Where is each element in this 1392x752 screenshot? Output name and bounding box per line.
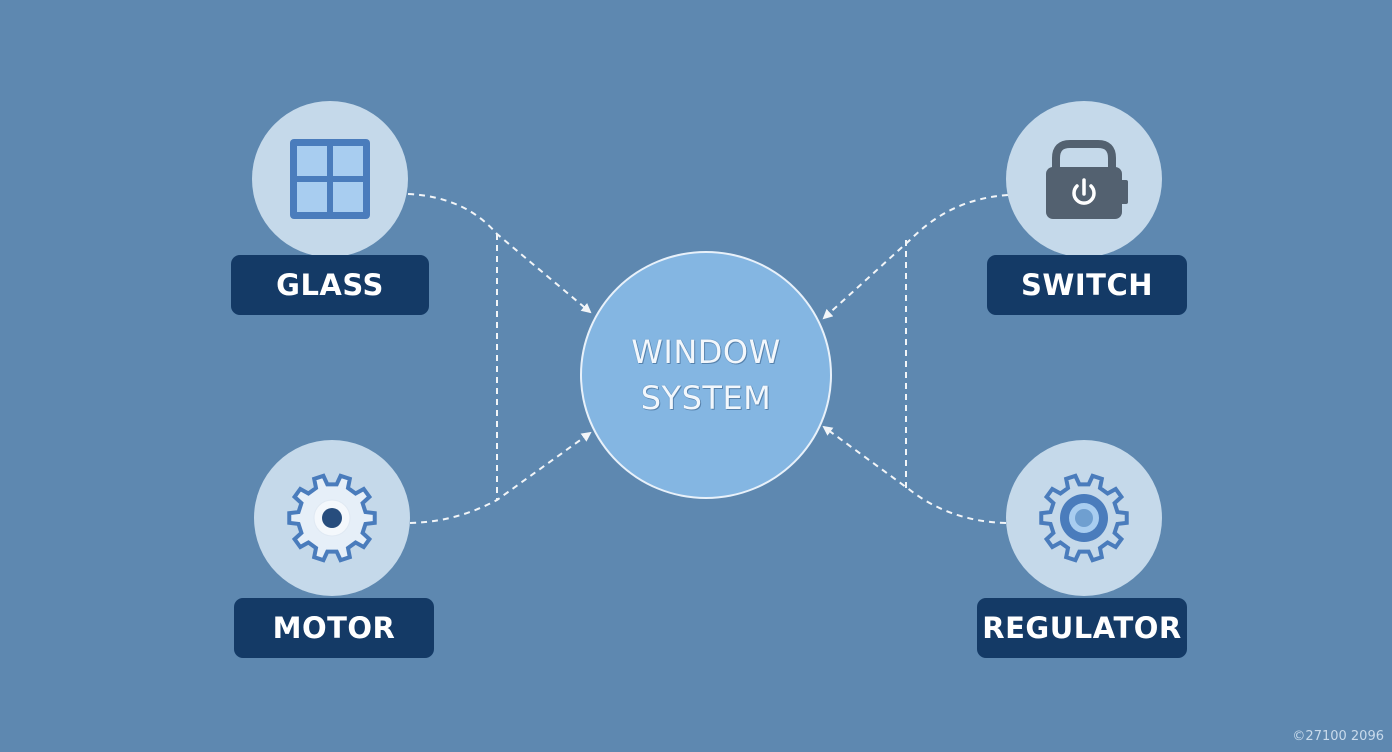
hub-title-line-1: WINDOW <box>631 333 781 371</box>
connector-regulator-hub <box>822 425 1007 524</box>
connector-motor-hub <box>409 431 592 524</box>
glass-node <box>252 101 408 257</box>
switch-label: SWITCH <box>987 255 1187 315</box>
hub-title-line-2: SYSTEM <box>640 379 772 417</box>
window-system-hub: WINDOW SYSTEM <box>580 251 832 499</box>
motor-node <box>254 440 410 596</box>
connector-switch-hub <box>822 194 1009 320</box>
glass-label: GLASS <box>231 255 429 315</box>
power-switch-icon <box>1046 140 1128 219</box>
regulator-label: REGULATOR <box>977 598 1187 658</box>
gear-ring-icon <box>1039 473 1129 563</box>
regulator-node <box>1006 440 1162 596</box>
switch-node <box>1006 101 1162 257</box>
connector-glass-hub <box>407 193 592 314</box>
window-pane-icon <box>290 139 370 219</box>
gear-icon <box>287 473 377 563</box>
footer-code: ©27100 2096 <box>1292 729 1384 744</box>
motor-label: MOTOR <box>234 598 434 658</box>
